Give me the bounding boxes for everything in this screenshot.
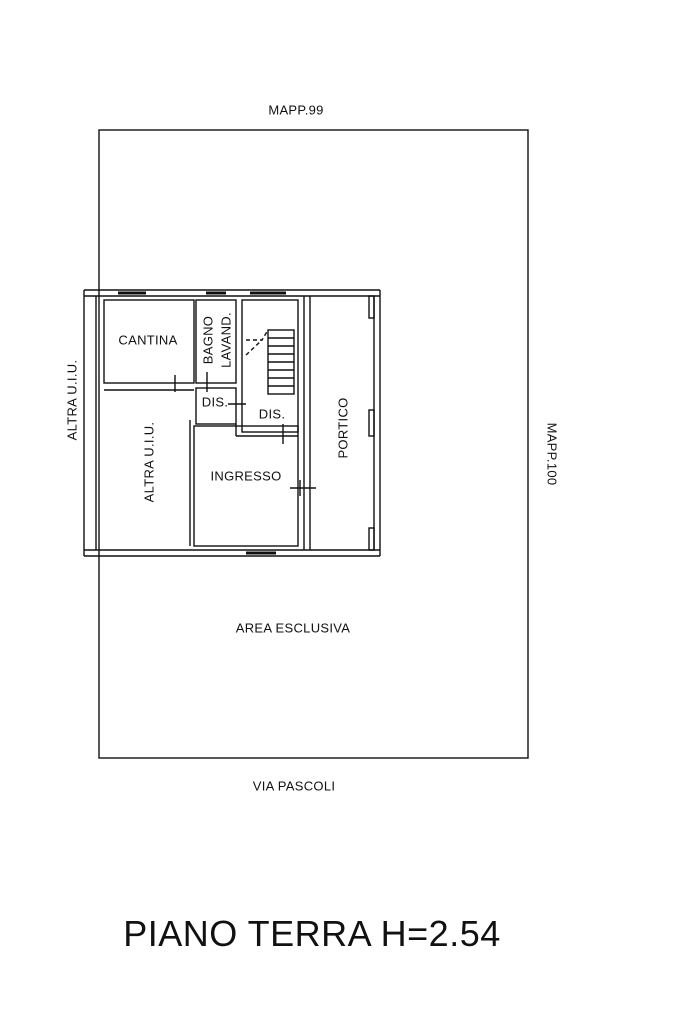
boundary-east-label: MAPP.100 [544,422,560,486]
portico-walls [303,295,375,551]
room-portico-label: PORTICO [335,397,351,459]
plan-title: PIANO TERRA H=2.54 [123,913,501,954]
boundary-north-label: MAPP.99 [268,102,324,118]
room-cantina-label: CANTINA [118,332,178,348]
room-ingresso-label: INGRESSO [210,468,282,484]
dis-left-walls [195,387,237,425]
door-marks [174,372,316,496]
lot-boundary [98,129,529,759]
room-dis-left-label: DIS. [201,394,229,410]
room-dis-right-label: DIS. [258,406,286,422]
room-bagno-label: BAGNO [200,315,216,365]
bagno-walls [195,299,237,384]
ingresso-walls [193,425,299,547]
boundary-south-label: VIA PASCOLI [252,778,336,794]
cantina-walls [103,299,195,384]
building-outline [83,289,381,557]
stair-block [241,299,299,433]
boundary-west-label: ALTRA U.I.U. [64,359,80,441]
windows [118,291,286,555]
room-altra-uiu-label: ALTRA U.I.U. [141,421,157,503]
area-esclusiva-label: AREA ESCLUSIVA [235,620,351,636]
room-lavand-label: LAVAND. [218,312,234,368]
